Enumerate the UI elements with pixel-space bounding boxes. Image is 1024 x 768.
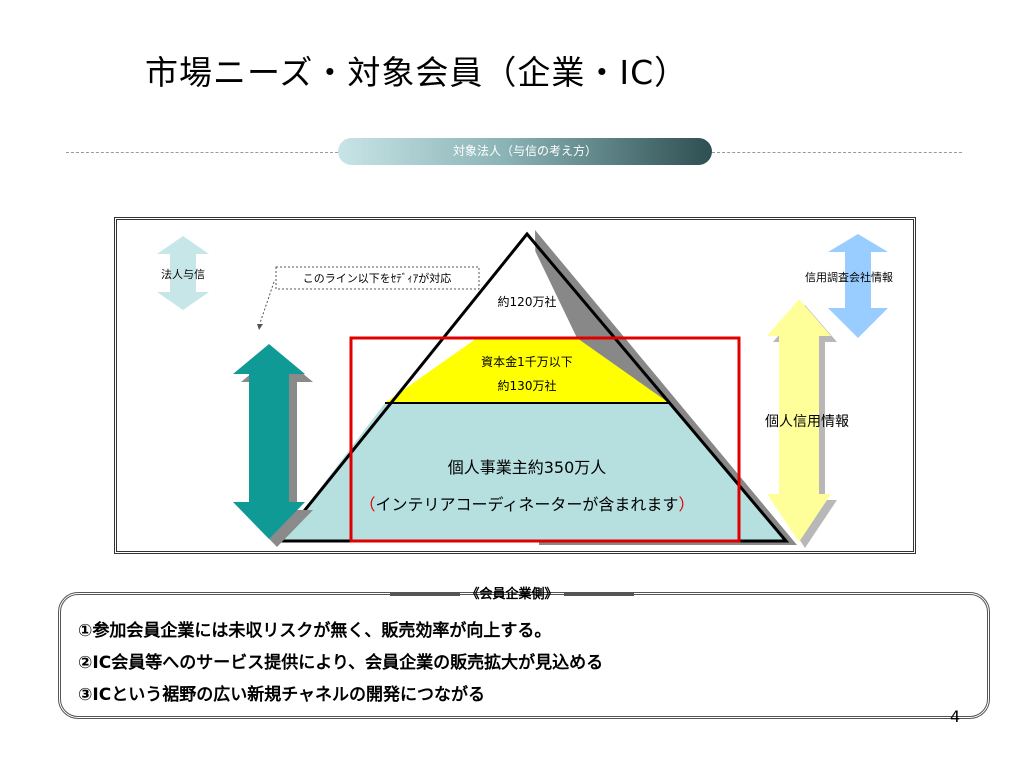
section-label-line-right xyxy=(563,593,634,596)
diagram-frame: 約120万社 資本金1千万以下 約130万社 個人事業主約350万人 （インテリ… xyxy=(114,217,916,554)
paren-text: インテリアコーディネーターが含まれます xyxy=(376,495,679,514)
corporate-credit-label: 法人与信 xyxy=(161,267,205,281)
tier-middle-label-1: 資本金1千万以下 xyxy=(481,354,573,369)
corporate-credit-arrow-icon xyxy=(157,236,209,310)
callout-pointer xyxy=(259,281,275,324)
point-1: ①参加会員企業には未収リスクが無く、販売効率が向上する。 xyxy=(78,621,552,641)
section-label: 《会員企業側》 xyxy=(0,583,1024,602)
subtitle-pill: 対象法人（与信の考え方） xyxy=(338,138,712,165)
blue-double-arrow-icon xyxy=(828,234,888,338)
tier-middle-label-2: 約130万社 xyxy=(498,378,557,393)
section-label-line-left xyxy=(390,593,461,596)
page-title: 市場ニーズ・対象会員（企業・IC） xyxy=(145,53,689,92)
tier-bottom-label-2: （インテリアコーディネーターが含まれます） xyxy=(360,495,695,514)
callout-label: このライン以下をｾﾃﾞｨｱが対応 xyxy=(303,271,452,285)
page-number: 4 xyxy=(950,707,961,726)
pyramid-top-tier xyxy=(477,234,577,338)
pyramid-middle-tier xyxy=(385,338,669,403)
paren-close: ） xyxy=(678,495,694,514)
teal-double-arrow-icon xyxy=(233,344,305,539)
highlight-box xyxy=(349,336,741,543)
tier-top-label: 約120万社 xyxy=(498,294,557,309)
callout-box xyxy=(275,266,480,290)
yellow-double-arrow-icon xyxy=(767,299,831,542)
paren-open: （ xyxy=(360,495,376,514)
pyramid-diagram: 約120万社 資本金1千万以下 約130万社 個人事業主約350万人 （インテリ… xyxy=(157,230,893,548)
divider-left xyxy=(66,152,338,153)
point-3: ③ICという裾野の広い新規チャネルの開発につながる xyxy=(78,685,486,705)
member-company-box xyxy=(58,592,990,719)
point-2: ②IC会員等へのサービス提供により、会員企業の販売拡大が見込める xyxy=(78,653,604,673)
credit-agency-label: 信用調査会社情報 xyxy=(805,270,893,284)
pyramid-bottom-tier xyxy=(280,403,786,541)
section-label-text: 《会員企業側》 xyxy=(466,587,558,602)
callout-pointer-head xyxy=(257,324,263,330)
divider-right xyxy=(712,152,962,153)
tier-bottom-label-1: 個人事業主約350万人 xyxy=(448,458,607,477)
personal-credit-label: 個人信用情報 xyxy=(765,414,849,430)
